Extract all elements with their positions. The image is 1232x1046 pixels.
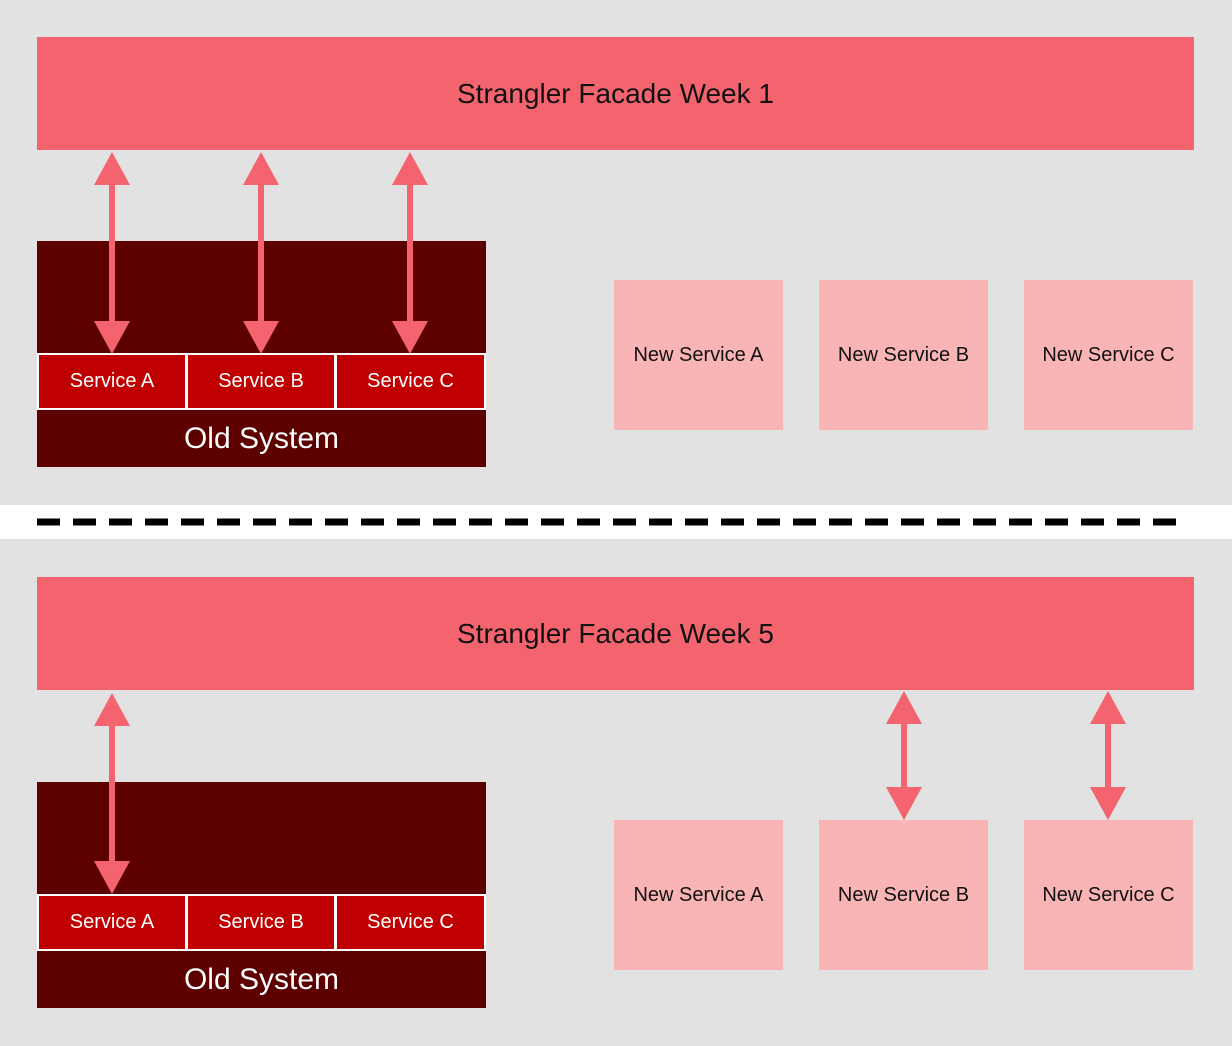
new-service-a: New Service A (614, 280, 783, 430)
old-service-a: Service A (39, 355, 185, 408)
old-system-block (37, 782, 486, 894)
old-system-services-row: Service A Service B Service C (37, 353, 486, 410)
arrow-facade-to-new-service-b (886, 691, 922, 820)
old-service-b: Service B (188, 896, 334, 949)
old-system-label: Old System (37, 951, 486, 1008)
dashed-separator (37, 518, 1176, 526)
old-service-b: Service B (188, 355, 334, 408)
old-system-services-row: Service A Service B Service C (37, 894, 486, 951)
old-system-label: Old System (37, 410, 486, 467)
strangler-facade-week-1: Strangler Facade Week 1 (37, 37, 1194, 150)
new-service-c: New Service C (1024, 820, 1193, 970)
strangler-facade-week-5: Strangler Facade Week 5 (37, 577, 1194, 690)
new-service-a: New Service A (614, 820, 783, 970)
week-1-panel: Strangler Facade Week 1 Service A Servic… (0, 0, 1232, 505)
new-service-c: New Service C (1024, 280, 1193, 430)
week-5-panel: Strangler Facade Week 5 Service A Servic… (0, 539, 1232, 1046)
old-system-block (37, 241, 486, 353)
new-service-b: New Service B (819, 280, 988, 430)
arrow-facade-to-new-service-c (1090, 691, 1126, 820)
old-service-a: Service A (39, 896, 185, 949)
new-service-b: New Service B (819, 820, 988, 970)
old-service-c: Service C (337, 896, 484, 949)
old-service-c: Service C (337, 355, 484, 408)
